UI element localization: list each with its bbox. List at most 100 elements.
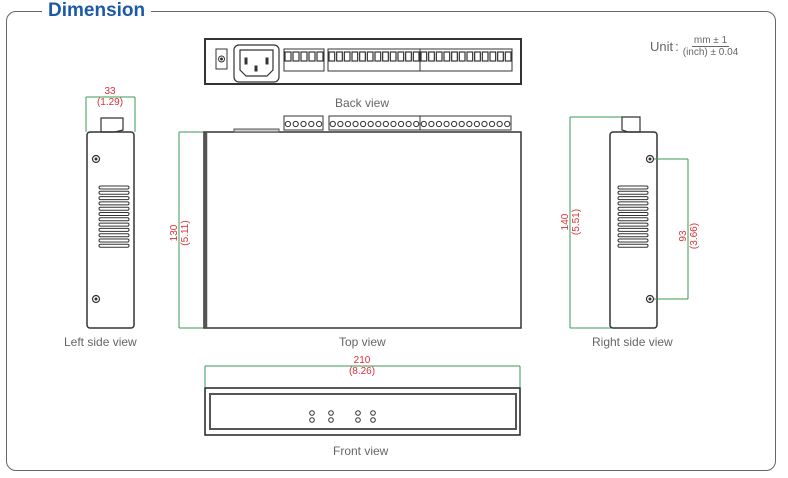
- vent-slot: [98, 233, 130, 238]
- terminal-pin: [366, 51, 374, 62]
- right-depth-inch: (5.51): [571, 208, 582, 236]
- vent-slot: [98, 196, 130, 201]
- power-socket-icon: [233, 44, 280, 83]
- front-width-dimension: 210 (8.26): [337, 355, 387, 377]
- terminal-pin: [428, 51, 435, 62]
- terminal-screw: [344, 120, 352, 128]
- unit-separator: :: [675, 39, 679, 54]
- terminal-screw: [329, 120, 336, 128]
- terminal-screw: [397, 120, 405, 128]
- vent-slot: [617, 206, 649, 211]
- right-side-view-label: Right side view: [592, 335, 673, 349]
- front-view-drawing: [204, 365, 521, 436]
- unit-label: Unit: [650, 39, 674, 54]
- back-view-drawing: [204, 38, 522, 85]
- back-view-label: Back view: [335, 96, 390, 110]
- vent-slot: [617, 238, 649, 243]
- terminal-pin: [292, 51, 300, 62]
- vent-slot: [98, 227, 130, 232]
- left-width-inch: (1.29): [96, 97, 124, 108]
- vent-slot: [98, 212, 130, 216]
- unit-denominator: (inch) ± 0.04: [682, 47, 739, 58]
- terminal-screw: [504, 120, 511, 128]
- back-terminal-blocks: [283, 48, 513, 72]
- top-depth-dimension: 130 (5.11): [169, 211, 191, 255]
- unit-numerator: mm ± 1: [691, 35, 730, 47]
- terminal-pin: [497, 51, 504, 62]
- top-depth-inch: (5.11): [180, 220, 191, 246]
- terminal-screw: [360, 120, 367, 128]
- led-indicators: [309, 410, 376, 423]
- terminal-block: [283, 48, 325, 72]
- top-view-label: Top view: [339, 335, 386, 349]
- terminal-block: [419, 115, 512, 131]
- terminal-pin: [443, 51, 451, 62]
- diagram-frame: [6, 11, 776, 471]
- vent-slot: [617, 222, 649, 227]
- left-side-view-drawing: [85, 96, 136, 329]
- vent-slot: [98, 201, 130, 206]
- terminal-screw: [375, 120, 382, 128]
- terminal-pin: [489, 51, 497, 62]
- vent-slot: [617, 201, 649, 206]
- terminal-screw: [316, 120, 323, 128]
- terminal-screw: [337, 120, 344, 128]
- terminal-pin: [458, 51, 466, 62]
- vent-slot: [98, 222, 130, 227]
- terminal-screw: [405, 120, 412, 128]
- terminal-screw: [420, 120, 427, 128]
- terminal-pin: [420, 51, 428, 62]
- vent-slot: [98, 185, 130, 190]
- terminal-screw: [292, 120, 299, 128]
- terminal-screw: [473, 120, 480, 128]
- right-depth-mm: 140: [560, 213, 571, 231]
- terminal-pin: [405, 51, 412, 62]
- terminal-pin: [284, 51, 292, 62]
- terminal-screw: [451, 120, 458, 128]
- terminal-screw: [308, 120, 315, 128]
- vent-slot: [98, 190, 130, 195]
- top-view-drawing: [178, 115, 522, 329]
- vent-slot: [617, 217, 649, 222]
- terminal-pin: [359, 51, 366, 62]
- hole-spacing-dimension: 93 (3.66): [678, 214, 700, 258]
- terminal-pin: [435, 51, 443, 62]
- hole-spacing-mm: 93: [678, 230, 689, 242]
- vent-slot: [617, 190, 649, 195]
- vent-slot: [98, 206, 130, 211]
- terminal-screw: [284, 120, 291, 128]
- terminal-block: [283, 115, 324, 131]
- vent-slot: [617, 227, 649, 232]
- vent-slot: [617, 212, 649, 216]
- left-vent-slots: [98, 185, 130, 248]
- top-depth-mm: 130: [169, 224, 180, 242]
- left-side-view-label: Left side view: [64, 335, 137, 349]
- terminal-pin: [481, 51, 489, 62]
- diagram-title: Dimension: [42, 0, 152, 22]
- hole-spacing-inch: (3.66): [689, 222, 700, 250]
- vent-slot: [98, 238, 130, 243]
- terminal-pin: [397, 51, 405, 62]
- terminal-screw: [435, 120, 443, 128]
- unit-legend: Unit : mm ± 1 (inch) ± 0.04: [650, 35, 738, 58]
- terminal-pin: [308, 51, 316, 62]
- terminal-pin: [351, 51, 359, 62]
- terminal-screw: [466, 120, 473, 128]
- top-terminal-blocks: [283, 115, 512, 131]
- terminal-screw: [300, 120, 307, 128]
- right-vent-slots: [617, 185, 649, 248]
- terminal-screw: [367, 120, 374, 128]
- terminal-screw: [382, 120, 389, 128]
- right-side-view-drawing: [569, 116, 689, 329]
- front-width-mm: 210: [353, 355, 371, 366]
- terminal-pin: [300, 51, 308, 62]
- terminal-pin: [412, 51, 420, 62]
- terminal-screw: [443, 120, 450, 128]
- vent-slot: [617, 233, 649, 238]
- terminal-screw: [428, 120, 435, 128]
- terminal-screw: [488, 120, 496, 128]
- vent-slot: [98, 243, 130, 248]
- vent-slot: [617, 185, 649, 190]
- left-width-mm: 33: [104, 86, 116, 97]
- terminal-screw: [413, 120, 420, 128]
